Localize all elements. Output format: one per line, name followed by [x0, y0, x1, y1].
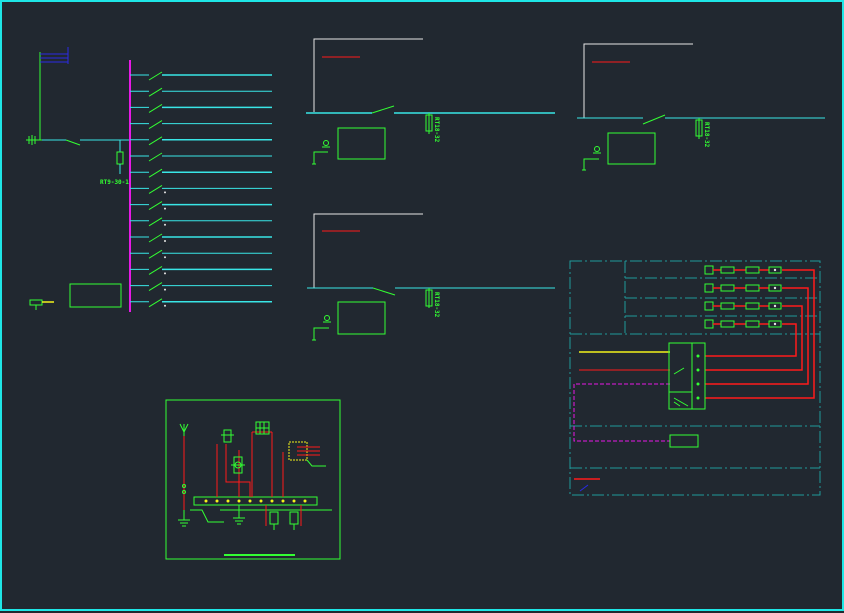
junction-box-detail	[288, 441, 326, 467]
feeder-line	[130, 152, 272, 162]
panel-b-box	[337, 301, 386, 335]
panel-a-outlet-symbol	[312, 140, 330, 165]
main-meter-symbol	[29, 299, 54, 310]
feeder-line	[130, 249, 272, 259]
panel-a-device-label: RT18-32	[433, 117, 440, 143]
feeder-line	[130, 282, 272, 292]
main-distribution-diagram: RT9-30-1	[26, 47, 272, 312]
busbar-terminals	[204, 499, 307, 503]
detail-frame	[165, 399, 341, 560]
control-row	[704, 265, 782, 275]
sub-panel-b: RT18-32	[307, 213, 555, 341]
legend-blue-mark	[579, 484, 589, 492]
feeder-line	[130, 265, 272, 275]
control-schematic	[569, 260, 821, 496]
panel-a-box	[337, 127, 386, 160]
control-row	[704, 283, 782, 293]
sub-panel-a: RT18-32	[306, 38, 555, 165]
red-return-wires	[705, 269, 815, 399]
feeder-line	[130, 87, 272, 97]
schematic-frame	[569, 260, 821, 496]
feeder-line	[130, 120, 272, 130]
service-riser	[39, 47, 69, 140]
fuse-rt9: RT9-30-1	[100, 140, 129, 186]
equipotential-busbar	[193, 496, 318, 506]
lightning-rod	[179, 423, 189, 436]
feeder-line	[130, 71, 272, 81]
control-row	[704, 301, 782, 311]
ground-electrodes	[178, 505, 332, 530]
feeder-line	[130, 103, 272, 113]
feeder-line	[130, 184, 272, 194]
feeder-line	[130, 298, 272, 308]
feeder-line	[130, 201, 272, 211]
feeder-line	[130, 217, 272, 227]
detail-components	[221, 421, 270, 474]
terminal-box	[669, 434, 699, 448]
main-panel-box	[69, 283, 122, 308]
controller-box	[668, 342, 706, 410]
panel-c-box	[607, 132, 656, 165]
magenta-control-loop	[573, 383, 670, 442]
main-breaker-label: RT9-30-1	[100, 179, 129, 186]
incoming-line	[42, 139, 130, 146]
feeder-line	[130, 136, 272, 146]
grounding-detail	[165, 399, 341, 560]
control-rows	[704, 265, 782, 329]
control-row	[704, 319, 782, 329]
electrode-leads	[265, 505, 302, 526]
feeder-line	[130, 168, 272, 178]
panel-c-device-label: RT18-32	[703, 122, 710, 148]
ground-symbol-main	[26, 135, 42, 145]
panel-c-outlet-symbol	[582, 146, 601, 171]
outgoing-feeders	[130, 71, 272, 308]
sub-panel-c: RT18-32	[577, 43, 825, 171]
panel-b-outlet-symbol	[312, 315, 331, 341]
panel-b-device-label: RT18-32	[433, 292, 440, 318]
feeder-line	[130, 233, 272, 243]
